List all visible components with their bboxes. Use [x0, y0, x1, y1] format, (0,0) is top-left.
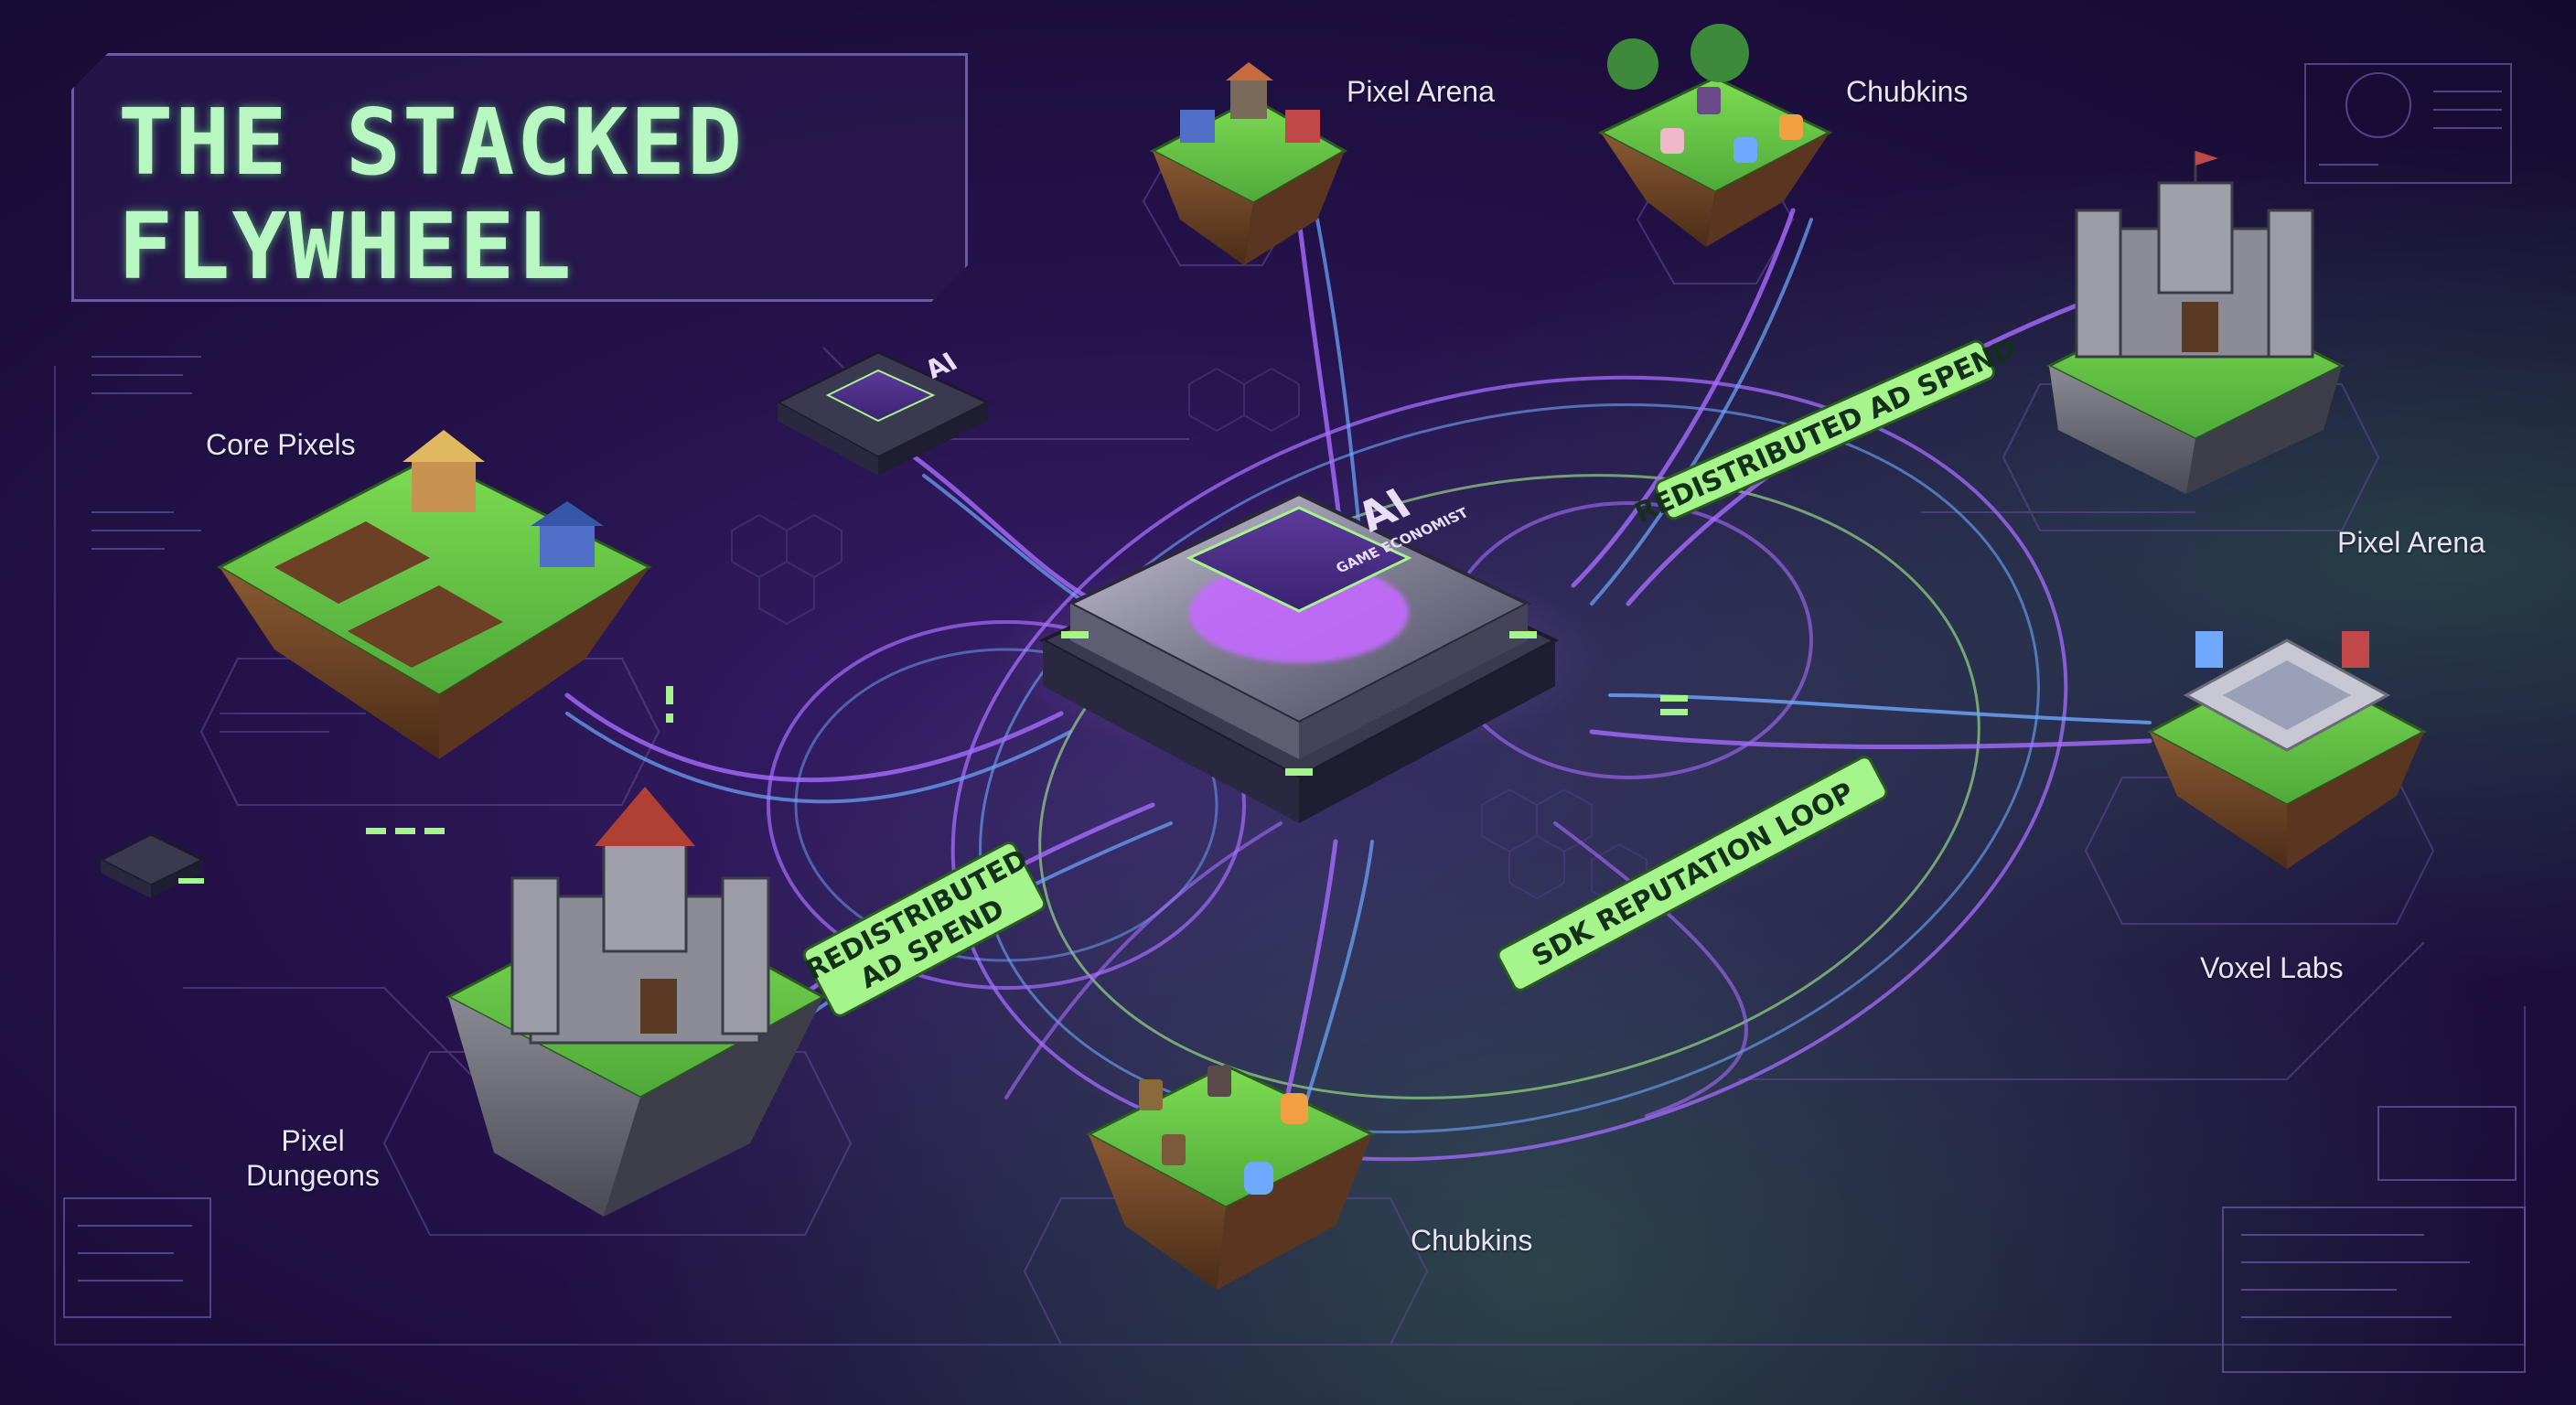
- label-pixel-arena-top: Pixel Arena: [1347, 75, 1495, 109]
- ribbon-sdk-reputation-loop: SDK REPUTATION LOOP: [1496, 755, 1889, 992]
- title-line-1: THE STACKED: [118, 89, 744, 196]
- svg-text:SDK REPUTATION LOOP: SDK REPUTATION LOOP: [1527, 777, 1859, 973]
- ai-game-economist-core[interactable]: AI GAME ECONOMIST: [997, 480, 1601, 823]
- hud-panel-top-right: [2305, 64, 2511, 183]
- ribbon-redistributed-left: REDISTRIBUTED AD SPEND: [798, 839, 1050, 1021]
- island-pixel-arena-right[interactable]: [2049, 151, 2342, 494]
- title-line-2: FLYWHEEL: [118, 193, 574, 300]
- hud-panel-bottom-right: [2223, 1107, 2525, 1372]
- ai-satellite-chip[interactable]: AI: [778, 348, 988, 476]
- island-voxel-labs[interactable]: [2150, 631, 2424, 869]
- label-chubkins-top: Chubkins: [1846, 75, 1968, 109]
- castle-icon: [2077, 151, 2313, 357]
- label-pixel-arena-right: Pixel Arena: [2337, 526, 2485, 560]
- hud-panel-bottom-left: [64, 1198, 210, 1317]
- island-chubkins-bottom[interactable]: [1089, 1066, 1372, 1290]
- island-pixel-dungeons[interactable]: [448, 787, 823, 1217]
- title-panel: THE STACKED FLYWHEEL: [71, 53, 968, 302]
- mini-chip: [101, 834, 204, 898]
- island-chubkins-top[interactable]: [1601, 24, 1830, 247]
- hud-panel-left: [91, 357, 201, 549]
- castle-icon: [512, 787, 768, 1043]
- label-voxel-labs: Voxel Labs: [2200, 951, 2344, 985]
- label-core-pixels: Core Pixels: [206, 428, 356, 462]
- page-title: THE STACKED FLYWHEEL: [118, 91, 744, 299]
- island-pixel-arena-top[interactable]: [1153, 62, 1345, 265]
- label-pixel-dungeons: Pixel Dungeons: [240, 1123, 386, 1193]
- label-chubkins-bottom: Chubkins: [1411, 1224, 1532, 1258]
